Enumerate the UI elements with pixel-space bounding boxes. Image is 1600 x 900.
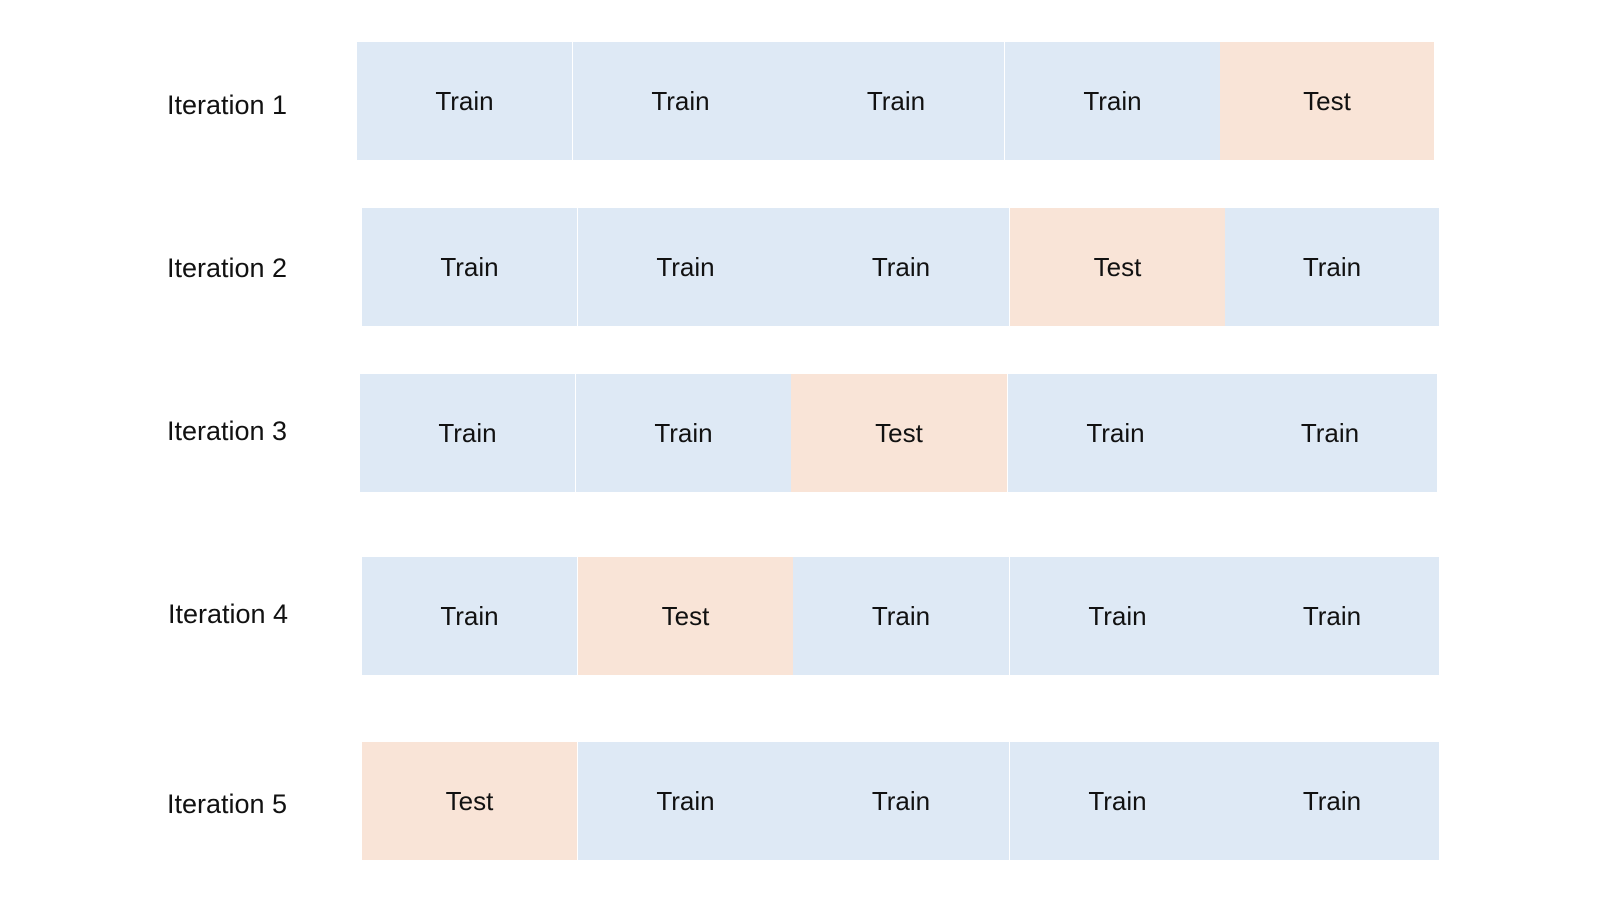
fold-train: Train	[357, 42, 572, 160]
fold-test: Test	[1010, 208, 1225, 326]
fold-train: Train	[1225, 208, 1439, 326]
iteration-row: Train Test Train Train Train	[362, 557, 1439, 675]
iteration-row: Train Train Train Test Train	[362, 208, 1439, 326]
fold-train: Train	[362, 557, 577, 675]
fold-train: Train	[360, 374, 575, 492]
iteration-row: Test Train Train Train Train	[362, 742, 1439, 860]
fold-train: Train	[1008, 374, 1223, 492]
iteration-row: Train Train Test Train Train	[360, 374, 1437, 492]
fold-train: Train	[1225, 742, 1439, 860]
fold-train: Train	[1223, 374, 1437, 492]
iteration-label: Iteration 3	[167, 416, 288, 446]
fold-train: Train	[793, 557, 1009, 675]
fold-train: Train	[1005, 42, 1220, 160]
fold-train: Train	[788, 42, 1004, 160]
fold-train: Train	[1010, 742, 1225, 860]
iteration-label: Iteration 4	[168, 599, 289, 629]
fold-train: Train	[573, 42, 788, 160]
iteration-label: Iteration 2	[167, 253, 288, 283]
fold-train: Train	[578, 208, 793, 326]
fold-test: Test	[791, 374, 1007, 492]
fold-train: Train	[793, 208, 1009, 326]
iteration-label: Iteration 5	[167, 789, 288, 819]
fold-test: Test	[362, 742, 577, 860]
fold-train: Train	[362, 208, 577, 326]
fold-test: Test	[578, 557, 793, 675]
fold-train: Train	[1010, 557, 1225, 675]
fold-train: Train	[578, 742, 793, 860]
iteration-row: Train Train Train Train Test	[357, 42, 1434, 160]
iteration-label: Iteration 1	[167, 90, 288, 120]
fold-train: Train	[1225, 557, 1439, 675]
fold-train: Train	[793, 742, 1009, 860]
fold-train: Train	[576, 374, 791, 492]
fold-test: Test	[1220, 42, 1434, 160]
